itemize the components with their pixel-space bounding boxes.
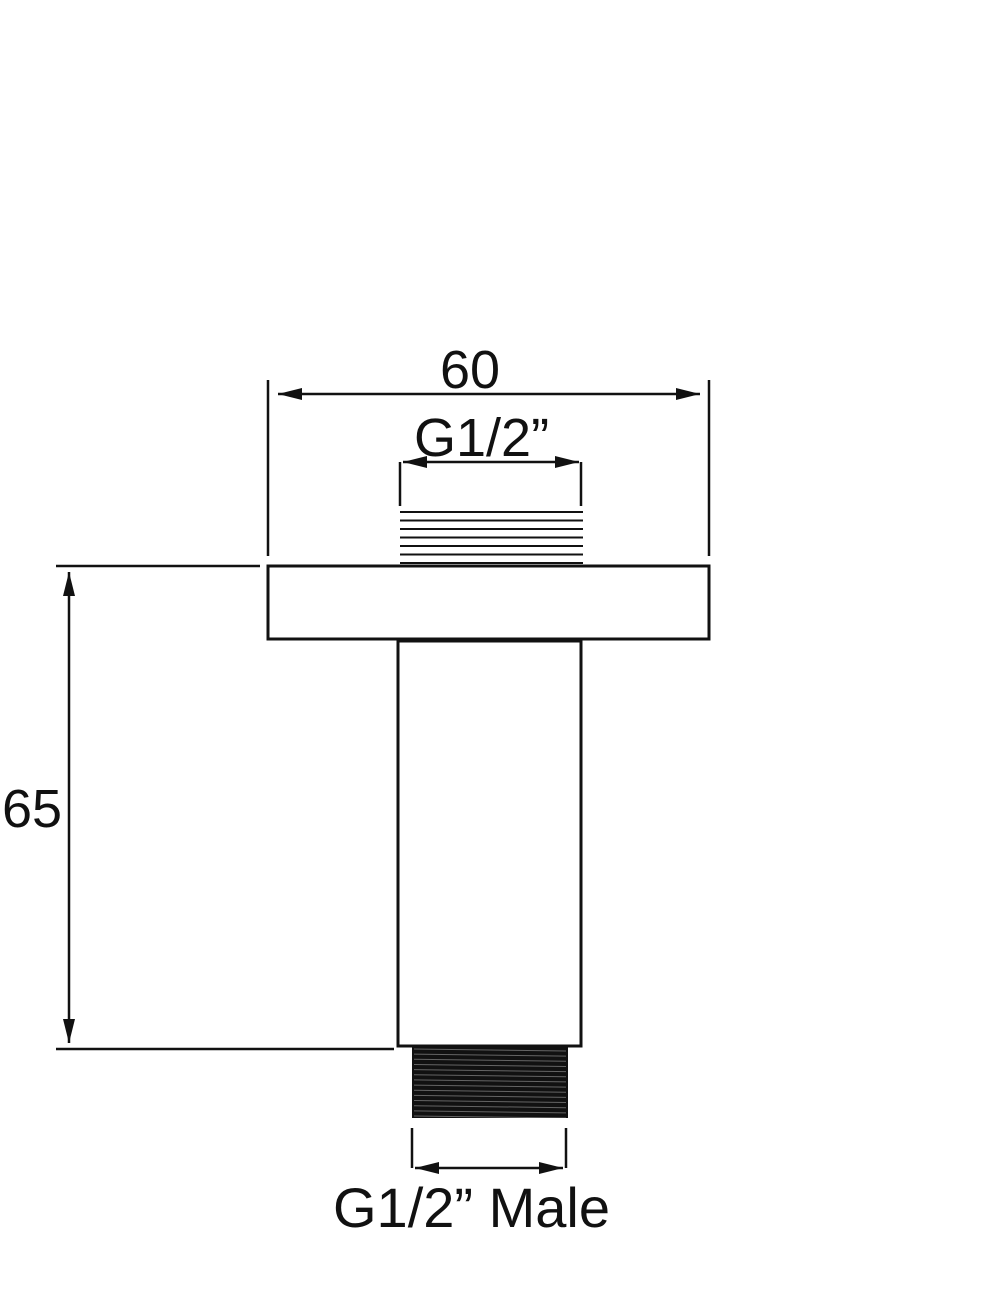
bottom-thread-dimension-label: G1/2” Male xyxy=(333,1176,610,1239)
width-dimension-label: 60 xyxy=(440,340,501,400)
bottom-thread-line xyxy=(413,1058,567,1062)
bottom-thread-body xyxy=(412,1046,568,1118)
bottom-thread-line xyxy=(413,1063,567,1067)
bottom-thread-line xyxy=(413,1115,567,1119)
top-thread-dimension-label: G1/2” xyxy=(414,408,550,468)
bottom-thread xyxy=(412,1046,568,1119)
bottom-thread-line xyxy=(413,1105,567,1109)
top-thread-dimension xyxy=(398,456,583,506)
height-dimension xyxy=(56,564,394,1051)
width-dimension xyxy=(266,380,711,556)
arm-body xyxy=(396,639,583,1048)
bottom-thread-line xyxy=(413,1110,567,1114)
bottom-thread-line xyxy=(413,1100,567,1104)
bottom-thread-dimension xyxy=(410,1128,568,1174)
height-dimension-label: 65 xyxy=(2,779,63,839)
flange-plate xyxy=(266,564,711,641)
bottom-thread-line xyxy=(413,1074,567,1078)
bottom-thread-line xyxy=(413,1094,567,1098)
bottom-thread-line xyxy=(413,1089,567,1093)
bottom-thread-line xyxy=(413,1079,567,1083)
bottom-thread-line xyxy=(413,1069,567,1073)
bottom-thread-line xyxy=(413,1048,567,1052)
top-thread xyxy=(400,511,583,564)
bottom-thread-line xyxy=(413,1084,567,1088)
bottom-thread-line xyxy=(413,1053,567,1057)
